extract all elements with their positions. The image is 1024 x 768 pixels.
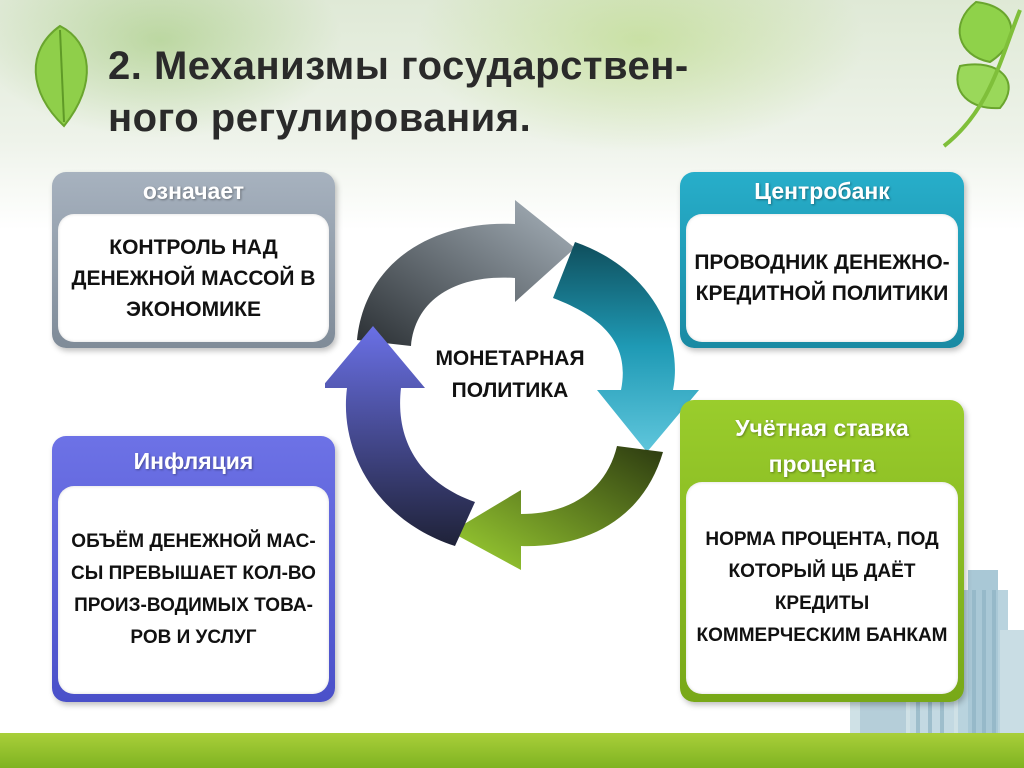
leaf-top-right-icon xyxy=(942,0,1022,148)
box-central-bank-header: Центробанк xyxy=(754,178,890,204)
box-means-header: означает xyxy=(142,178,245,204)
box-central-bank: Центробанк ПРОВОДНИК ДЕНЕЖНО-КРЕДИТНОЙ П… xyxy=(680,172,964,348)
cycle-arrow-green xyxy=(451,446,663,570)
box-discount-rate-header: Учётная ставка процента xyxy=(680,410,964,482)
box-means: означает КОНТРОЛЬ НАД ДЕНЕЖНОЙ МАССОЙ В … xyxy=(52,172,335,348)
title-line-2: ного регулирования. xyxy=(108,96,532,140)
leaf-left-icon xyxy=(34,24,88,128)
cycle-arrows-diagram xyxy=(325,200,699,570)
box-means-body: КОНТРОЛЬ НАД ДЕНЕЖНОЙ МАССОЙ В ЭКОНОМИКЕ xyxy=(58,214,329,342)
box-discount-rate: Учётная ставка процента НОРМА ПРОЦЕНТА, … xyxy=(680,400,964,702)
box-central-bank-body: ПРОВОДНИК ДЕНЕЖНО-КРЕДИТНОЙ ПОЛИТИКИ xyxy=(686,214,958,342)
box-inflation: Инфляция ОБЪЁМ ДЕНЕЖНОЙ МАС-СЫ ПРЕВЫШАЕТ… xyxy=(52,436,335,702)
box-discount-rate-header-line-2: процента xyxy=(768,451,876,477)
center-label-line-2: ПОЛИТИКА xyxy=(451,379,569,402)
cycle-arrow-gray xyxy=(357,200,575,346)
title-line-1: 2. Механизмы государствен- xyxy=(108,44,689,88)
cycle-arrow-blue xyxy=(325,326,475,546)
center-label-line-1: МОНЕТАРНАЯ xyxy=(435,347,585,370)
box-discount-rate-body: НОРМА ПРОЦЕНТА, ПОД КОТОРЫЙ ЦБ ДАЁТ КРЕД… xyxy=(686,482,958,694)
box-inflation-header: Инфляция xyxy=(133,448,254,474)
cycle-arrow-teal xyxy=(553,242,699,452)
box-discount-rate-header-line-1: Учётная ставка xyxy=(735,415,909,441)
box-inflation-body: ОБЪЁМ ДЕНЕЖНОЙ МАС-СЫ ПРЕВЫШАЕТ КОЛ-ВО П… xyxy=(58,486,329,694)
slide-title: 2. Механизмы государствен- ного регулиро… xyxy=(108,40,908,144)
center-label: МОНЕТАРНАЯ ПОЛИТИКА xyxy=(395,343,625,407)
bottom-bar xyxy=(0,733,1024,768)
